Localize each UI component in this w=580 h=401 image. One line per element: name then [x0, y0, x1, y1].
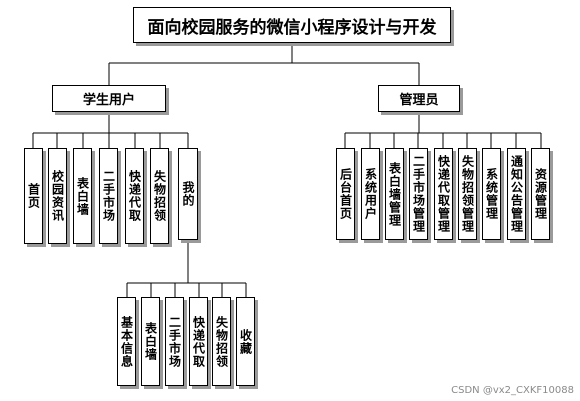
student-module-campus-news: 校园资讯	[48, 148, 67, 244]
mine-module-basic-info: 基本信息	[117, 297, 136, 386]
mine-module-confession-wall: 表白墙	[141, 297, 160, 386]
mine-module-second-hand-market: 二手市场	[165, 297, 184, 386]
student-module-express-pickup: 快递代取	[125, 148, 144, 244]
mine-module-express-pickup: 快递代取	[189, 297, 208, 386]
admin-module-resource-mgmt: 资源管理	[531, 148, 550, 240]
mine-module-lost-and-found: 失物招领	[212, 297, 231, 386]
admin-module-express-pickup-mgmt: 快递代取管理	[434, 148, 453, 240]
admin-module-system-users: 系统用户	[361, 148, 380, 240]
root-title-node: 面向校园服务的微信小程序设计与开发	[133, 7, 451, 43]
mine-module-favorites: 收藏	[236, 297, 255, 386]
admin-module-lost-and-found-mgmt: 失物招领管理	[458, 148, 477, 240]
student-module-lost-and-found: 失物招领	[150, 148, 169, 244]
admin-module-backend-home: 后台首页	[336, 148, 355, 240]
student-module-mine: 我的	[178, 148, 198, 240]
student-module-home: 首页	[24, 148, 43, 244]
student-module-confession-wall: 表白墙	[73, 148, 92, 244]
admin-module-second-hand-market-mgmt: 二手市场管理	[409, 148, 428, 240]
student-user-node: 学生用户	[52, 85, 166, 112]
student-module-second-hand-market: 二手市场	[99, 148, 118, 244]
watermark-text: CSDN @vx2_CXKF10088	[451, 385, 574, 396]
admin-module-system-mgmt: 系统管理	[482, 148, 501, 240]
admin-node: 管理员	[378, 85, 460, 112]
admin-module-notice-mgmt: 通知公告管理	[507, 148, 526, 240]
admin-module-confession-wall-mgmt: 表白墙管理	[385, 148, 404, 240]
